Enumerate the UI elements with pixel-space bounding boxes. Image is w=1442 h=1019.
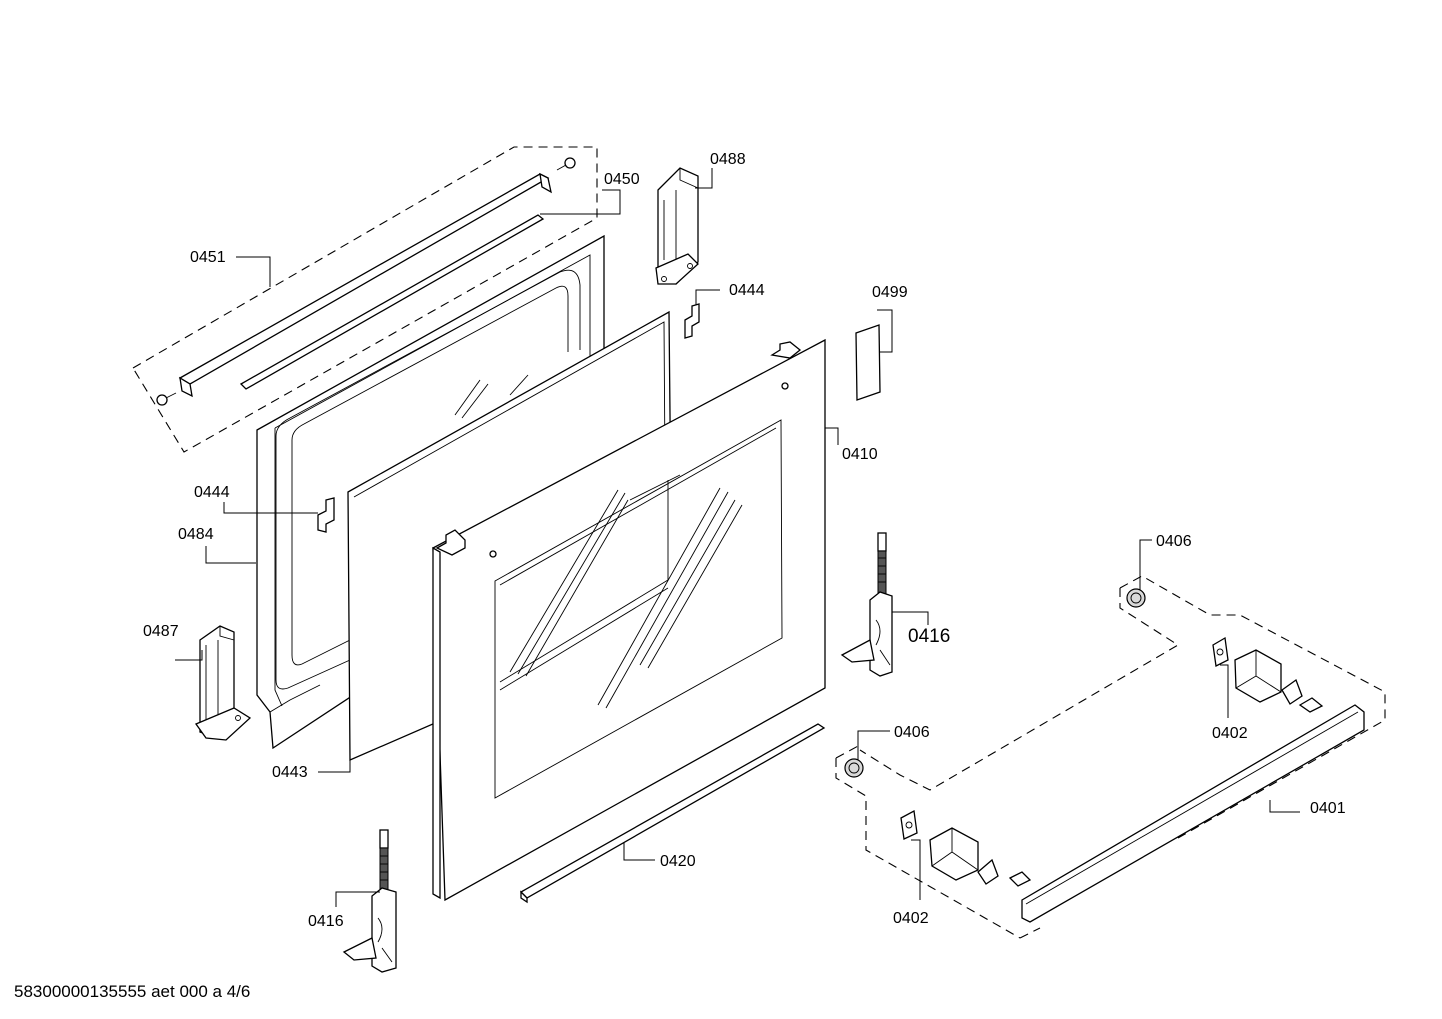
callout-0444-top: 0444: [729, 282, 765, 299]
clip-top: [684, 289, 720, 339]
callout-0416-right: 0416: [908, 626, 950, 647]
handle-group: [835, 539, 1386, 939]
callout-0406-top: 0406: [1156, 533, 1192, 550]
callout-0484: 0484: [178, 526, 214, 543]
callout-0402-bottom: 0402: [893, 910, 929, 927]
top-trim-group: [132, 146, 621, 453]
end-cap-icon: [844, 588, 1146, 778]
callout-0487: 0487: [143, 623, 179, 640]
clip-left: [223, 497, 335, 533]
callout-0444-left: 0444: [194, 484, 230, 501]
drawing-reference-footer: 58300000135555 aet 000 a 4/6: [14, 982, 250, 1001]
callout-0410: 0410: [842, 446, 878, 463]
seal-strip-0420: [519, 723, 826, 904]
callout-0488: 0488: [710, 151, 746, 168]
hinge-cover-bracket-right: [655, 167, 713, 285]
callout-0451: 0451: [190, 249, 226, 266]
seal-strip-0499: [855, 309, 893, 401]
hinge-cover-bracket-left: [175, 625, 252, 741]
callout-0499: 0499: [872, 284, 908, 301]
callout-0420: 0420: [660, 853, 696, 870]
callout-0443: 0443: [272, 764, 308, 781]
callout-0402-top: 0402: [1212, 725, 1248, 742]
callout-0416-bottom: 0416: [308, 913, 344, 930]
hinge-bottom: [335, 829, 397, 973]
outer-door-panel: [432, 338, 839, 902]
callout-0401: 0401: [1310, 800, 1346, 817]
callout-0450: 0450: [604, 171, 640, 188]
screw-icon: [156, 157, 576, 406]
callout-0406-mid: 0406: [894, 724, 930, 741]
hinge-right: [840, 532, 929, 677]
